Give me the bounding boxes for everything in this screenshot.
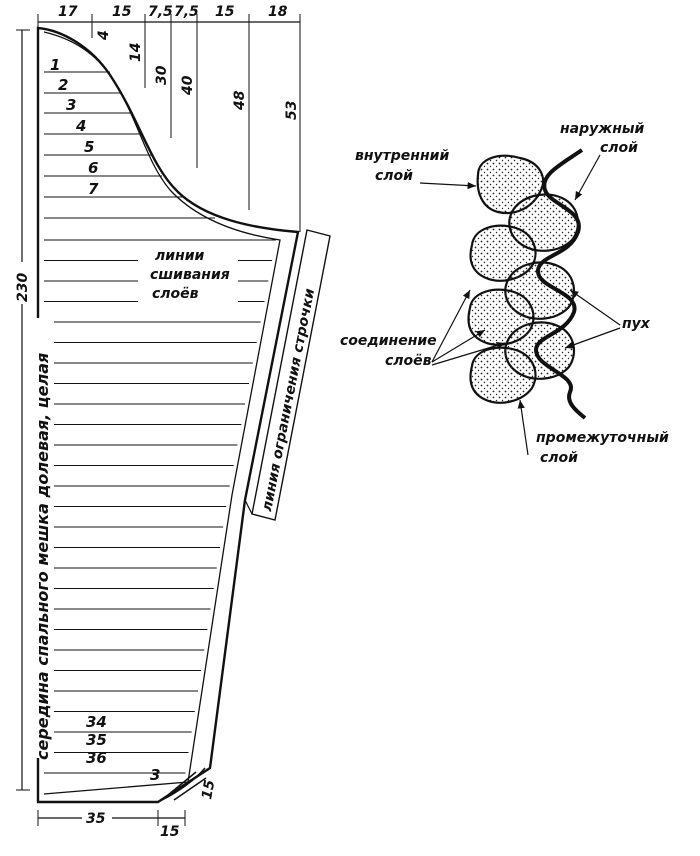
vert-dim-14: 14 <box>128 43 144 62</box>
stitch-label-line2: сшивания <box>150 267 230 283</box>
outer-layer-line <box>533 148 587 420</box>
corner-number: 3 <box>150 766 160 784</box>
junction-label-1: соединение <box>340 333 437 349</box>
upper-stitch-lines <box>44 71 215 219</box>
row-number-36: 36 <box>86 749 107 767</box>
top-dim-2: 15 <box>112 4 132 20</box>
vert-dim-4: 4 <box>96 30 112 41</box>
top-dim-1: 17 <box>58 4 78 20</box>
outer-layer-label-1: наружный <box>560 121 645 137</box>
stitch-label-line3: слоёв <box>152 286 199 302</box>
vert-dim-53: 53 <box>284 101 300 120</box>
row-number-2: 2 <box>58 76 68 94</box>
vert-dim-40: 40 <box>180 75 196 96</box>
seam-allowance-line <box>43 31 281 795</box>
vert-dim-48: 48 <box>232 90 248 111</box>
vert-dim-30: 30 <box>154 65 170 85</box>
boundary-label-box: линия ограничения строчки <box>244 229 331 521</box>
top-dim-5: 15 <box>215 4 235 20</box>
junction-label-2: слоёв <box>385 353 432 369</box>
top-dim-4: 7,5 <box>174 4 199 20</box>
row-number-4: 4 <box>75 117 86 135</box>
stitch-label-line1: линии <box>155 248 205 264</box>
center-label: середина спального мешка долевая, целая <box>33 353 52 760</box>
pattern-piece: 17 15 7,5 7,5 15 18 4 14 30 40 48 53 230 <box>10 4 331 840</box>
row-number-3: 3 <box>66 96 76 114</box>
inner-layer-label-1: внутренний <box>355 148 449 164</box>
down-chambers <box>467 154 580 404</box>
side-dim: 15 <box>199 778 218 800</box>
row-number-6: 6 <box>88 159 98 177</box>
layer-cross-section: наружный слой внутренний слой пух соедин… <box>340 121 669 466</box>
row-number-34: 34 <box>86 713 107 731</box>
outer-layer-label-2: слой <box>600 140 638 156</box>
middle-layer-label-2: слой <box>540 450 578 466</box>
middle-layer-label-1: промежуточный <box>536 430 669 446</box>
top-dim-3: 7,5 <box>148 4 173 20</box>
row-number-35: 35 <box>86 731 107 749</box>
lower-stitch-lines <box>44 239 276 774</box>
bottom-dim-35: 35 <box>86 811 106 827</box>
top-dim-6: 18 <box>268 4 288 20</box>
corner-detail <box>161 767 207 801</box>
vertical-construction-lines <box>91 22 301 232</box>
down-label: пух <box>622 316 651 332</box>
row-number-7: 7 <box>88 180 99 198</box>
bottom-dim-15: 15 <box>160 824 180 840</box>
height-dim: 230 <box>15 273 31 302</box>
pattern-outline <box>36 26 300 804</box>
inner-layer-label-2: слой <box>375 168 413 184</box>
row-number-1: 1 <box>50 56 60 74</box>
row-number-5: 5 <box>84 138 94 156</box>
